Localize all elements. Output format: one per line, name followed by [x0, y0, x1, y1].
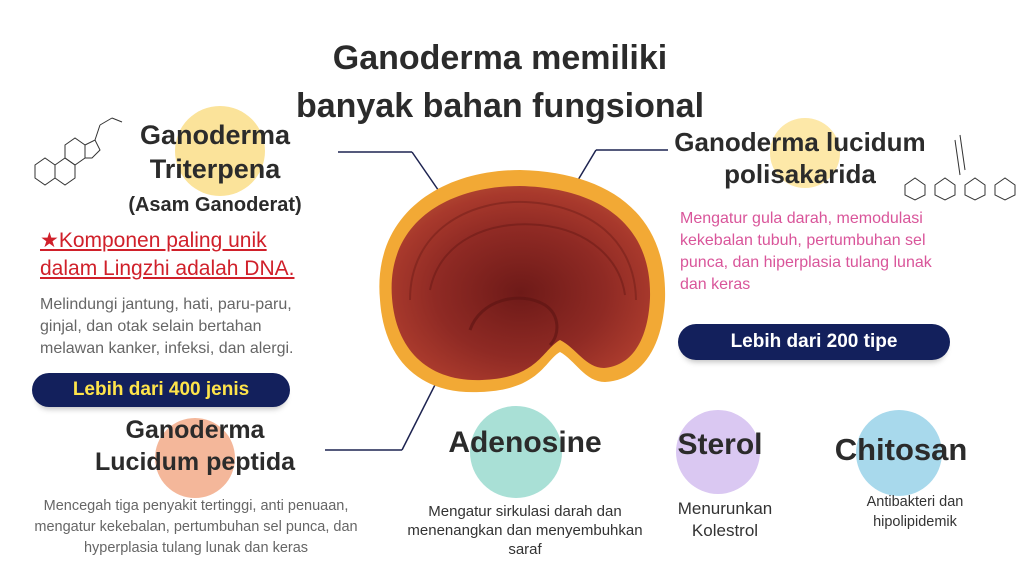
peptida-name: Ganoderma Lucidum peptida: [70, 414, 320, 478]
connector-peptida-diag: [401, 374, 441, 451]
title-line-2: banyak bahan fungsional: [295, 87, 705, 125]
peptida-desc-line-2: mengatur kekebalan, pertumbuhan sel punc…: [34, 519, 358, 535]
triterpena-name-line-2: Triterpena: [149, 154, 281, 184]
triterpena-name-line-1: Ganoderma: [139, 120, 291, 150]
sterol-circle: [676, 410, 760, 494]
polisakarida-desc-line-3: punca, dan hiperplasia tulang lunak: [680, 254, 932, 271]
title-line-1: Ganoderma memiliki: [332, 39, 668, 77]
triterpena-badge: Lebih dari 400 jenis: [32, 373, 290, 407]
polisakarida-description: Mengatur gula darah, memodulasi kekebala…: [680, 208, 932, 296]
triterpena-highlight: ★Komponen paling unik dalam Lingzhi adal…: [40, 227, 294, 283]
polisakarida-name-line-2: polisakarida: [724, 159, 876, 189]
polisakarida-name: Ganoderma lucidum polisakarida: [650, 126, 950, 190]
triterpena-highlight-line-2: dalam Lingzhi adalah DNA.: [40, 257, 295, 280]
chitosan-desc-line-1: Antibakteri dan: [866, 494, 964, 510]
sterol-description: Menurunkan Kolestrol: [660, 498, 790, 542]
triterpena-desc-line-3: melawan kanker, infeksi, dan alergi.: [40, 340, 294, 357]
triterpena-desc-line-1: Melindungi jantung, hati, paru-paru,: [40, 296, 292, 313]
sterol-desc-line-1: Menurunkan: [677, 499, 773, 518]
triterpena-desc-line-2: ginjal, dan otak selain bertahan: [40, 318, 262, 335]
peptida-desc-line-1: Mencegah tiga penyakit tertinggi, anti p…: [43, 498, 349, 514]
polisakarida-desc-line-1: Mengatur gula darah, memodulasi: [680, 210, 923, 227]
chitosan-circle: [856, 410, 942, 496]
polisakarida-circle: [770, 118, 840, 188]
chitosan-description: Antibakteri dan hipolipidemik: [840, 492, 990, 532]
polisakarida-name-line-1: Ganoderma lucidum: [674, 127, 926, 157]
sterol-desc-line-2: Kolestrol: [691, 521, 759, 540]
peptida-description: Mencegah tiga penyakit tertinggi, anti p…: [0, 496, 392, 559]
adenosine-desc-line-1: Mengatur sirkulasi darah dan: [428, 503, 622, 520]
peptida-circle: [155, 418, 235, 498]
triterpena-highlight-line-1: ★Komponen paling unik: [40, 229, 267, 252]
polisakarida-desc-line-2: kekebalan tubuh, pertumbuhan sel: [680, 232, 926, 249]
polisakarida-badge: Lebih dari 200 tipe: [678, 324, 950, 360]
polisakarida-molecule-icon: [904, 134, 1016, 201]
adenosine-description: Mengatur sirkulasi darah dan menenangkan…: [390, 502, 660, 559]
adenosine-name: Adenosine: [448, 426, 602, 459]
triterpena-description: Melindungi jantung, hati, paru-paru, gin…: [40, 294, 293, 360]
peptida-name-line-1: Ganoderma: [125, 416, 265, 444]
page-title: Ganoderma memiliki banyak bahan fungsion…: [200, 34, 800, 130]
chitosan-desc-line-2: hipolipidemik: [873, 514, 957, 530]
triterpena-molecule-icon: [34, 117, 123, 186]
peptida-name-line-2: Lucidum peptida: [95, 448, 295, 476]
adenosine-circle: [470, 406, 562, 498]
sterol-name: Sterol: [677, 428, 763, 461]
adenosine-desc-line-3: saraf: [508, 541, 542, 558]
triterpena-circle: [175, 106, 265, 196]
polisakarida-desc-line-4: dan keras: [680, 276, 751, 293]
peptida-desc-line-3: hyperplasia tulang lunak dan keras: [83, 540, 309, 556]
adenosine-desc-line-2: menenangkan dan menyembuhkan: [407, 522, 643, 539]
triterpena-name: Ganoderma Triterpena: [100, 118, 330, 186]
chitosan-name: Chitosan: [834, 432, 968, 467]
triterpena-subtitle: (Asam Ganoderat): [128, 194, 302, 216]
mushroom-cap: [391, 186, 651, 381]
